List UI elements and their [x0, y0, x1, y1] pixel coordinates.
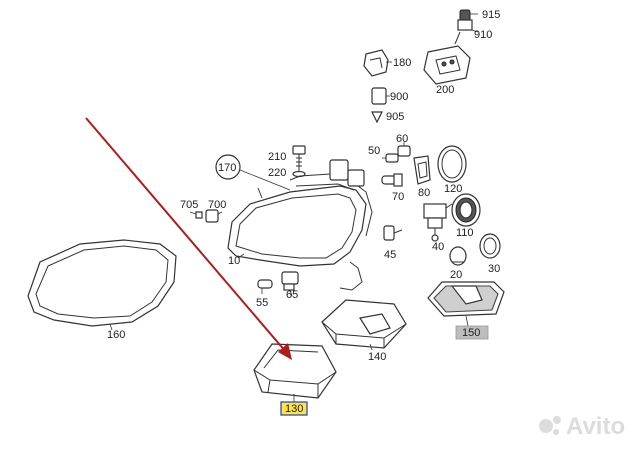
label-30: 30	[488, 263, 500, 275]
label-915: 915	[482, 9, 500, 21]
label-110: 110	[456, 227, 474, 239]
label-705: 705	[180, 199, 198, 211]
part-60-bulb	[397, 142, 411, 157]
label-45: 45	[384, 249, 396, 261]
part-705-clip	[189, 211, 203, 219]
label-150-box	[455, 325, 489, 340]
label-700: 700	[208, 199, 226, 211]
label-70: 70	[392, 191, 404, 203]
part-30-cap	[479, 233, 501, 259]
part-40-xenon-bulb	[423, 203, 453, 242]
part-150-module	[427, 281, 505, 327]
part-50-bulb	[382, 153, 399, 163]
label-60: 60	[396, 133, 408, 145]
part-905-screw	[371, 111, 383, 124]
part-120-ring	[437, 145, 467, 183]
part-140-ballast	[321, 299, 407, 351]
label-220: 220	[268, 167, 286, 179]
part-210-bolt	[292, 145, 306, 178]
label-150: 150	[462, 327, 480, 339]
part-170-callout	[215, 154, 291, 191]
part-180-connector	[363, 49, 392, 77]
part-700-adjuster	[205, 209, 223, 223]
label-170: 170	[218, 162, 236, 174]
label-20: 20	[450, 269, 462, 281]
label-180: 180	[393, 57, 411, 69]
part-65-socket	[281, 271, 299, 297]
label-65: 65	[286, 289, 298, 301]
label-80: 80	[418, 187, 430, 199]
label-160: 160	[107, 329, 125, 341]
part-110-cap	[451, 193, 481, 227]
label-40: 40	[432, 241, 444, 253]
label-200: 200	[436, 84, 454, 96]
part-130-control-unit	[253, 343, 337, 402]
part-160-lens	[27, 239, 177, 331]
avito-watermark: Avito	[539, 413, 625, 440]
watermark-text: Avito	[566, 413, 625, 440]
part-55-bulb	[257, 279, 273, 294]
part-20-bulb	[449, 246, 467, 266]
label-910: 910	[474, 29, 492, 41]
part-10-headlamp-housing	[227, 159, 373, 291]
part-200-socket	[423, 31, 471, 85]
label-50: 50	[368, 145, 380, 157]
label-130: 130	[285, 403, 303, 415]
part-80-bracket	[413, 155, 431, 185]
label-120: 120	[444, 183, 462, 195]
label-210: 210	[268, 151, 286, 163]
label-900: 900	[390, 91, 408, 103]
label-10: 10	[228, 255, 240, 267]
label-130-highlight	[280, 401, 308, 416]
label-140: 140	[368, 351, 386, 363]
part-70-bulb	[381, 173, 403, 187]
part-45-connector	[383, 225, 403, 241]
part-915-bulb	[457, 9, 479, 33]
label-55: 55	[256, 297, 268, 309]
pointer-arrow	[85, 117, 292, 360]
part-900-cap	[371, 87, 390, 105]
label-905: 905	[386, 111, 404, 123]
